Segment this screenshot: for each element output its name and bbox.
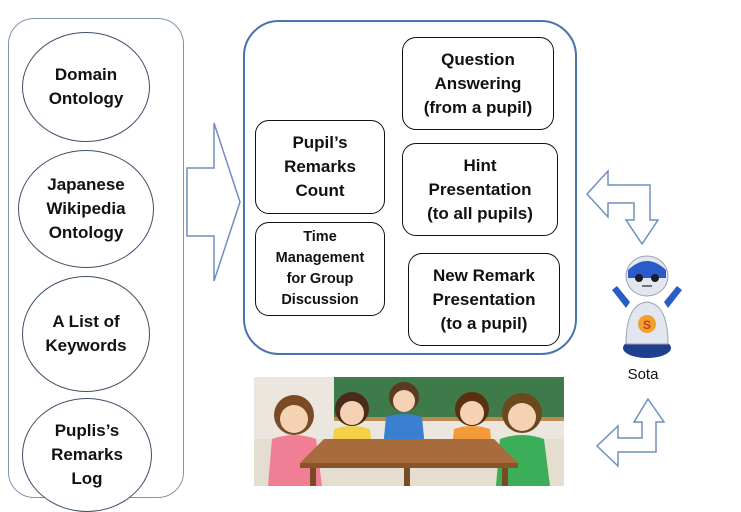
domain-ontology-node: Domain Ontology (22, 32, 150, 142)
elbow-arrow-icon (585, 169, 660, 246)
elbow-arrow-icon (595, 397, 666, 468)
classroom-illustration-icon (254, 377, 564, 486)
wikipedia-ontology-node: Japanese Wikipedia Ontology (18, 150, 154, 268)
question-answering-box: Question Answering (from a pupil) (402, 37, 554, 130)
remarks-count-box: Pupil’s Remarks Count (255, 120, 385, 214)
keyword-list-node: A List of Keywords (22, 276, 150, 392)
function-panel (243, 20, 577, 355)
robot-illustration-icon: S (612, 255, 682, 358)
hint-presentation-box: Hint Presentation (to all pupils) (402, 143, 558, 236)
robot-label: Sota (627, 366, 659, 383)
right-arrow-icon (186, 122, 241, 282)
new-remark-box: New Remark Presentation (to a pupil) (408, 253, 560, 346)
time-management-box: Time Management for Group Discussion (255, 222, 385, 316)
remarks-log-node: Puplis’s Remarks Log (22, 398, 152, 512)
svg-text:S: S (643, 318, 651, 332)
